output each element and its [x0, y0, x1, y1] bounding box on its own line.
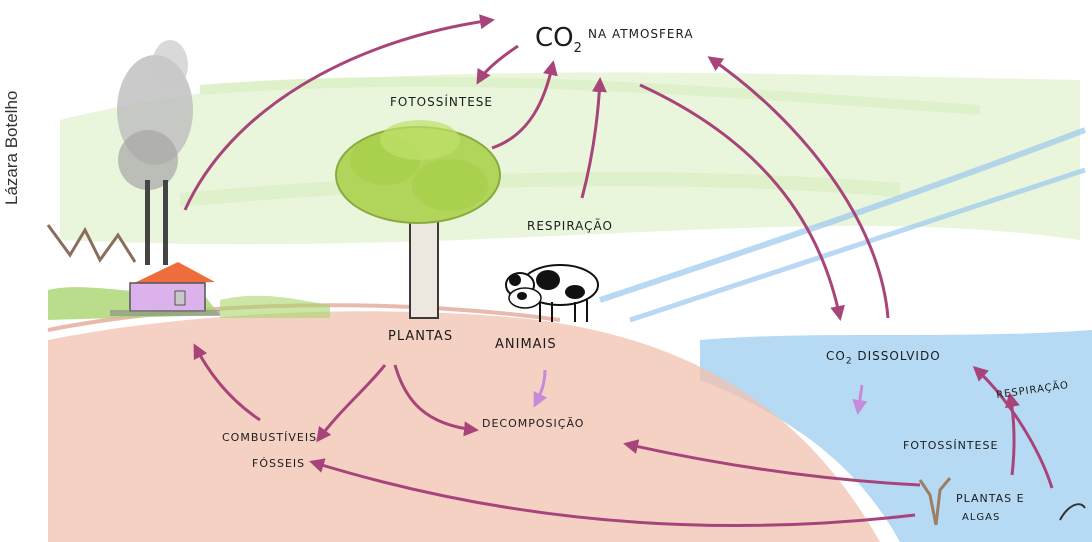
seaweed-icon-2: [1059, 503, 1086, 521]
co2-dissolved-sub: 2: [845, 356, 853, 367]
arrow-factory-to-atmosphere: [183, 14, 495, 211]
arrows: [183, 14, 1054, 528]
atmosphere-label: NA ATMOSFERA: [588, 27, 694, 41]
arrow-atmosphere-to-photosynthesis: [476, 44, 519, 85]
plants-algae-label-2: ALGAS: [962, 512, 1001, 523]
sea: [700, 330, 1092, 542]
plants-label: PLANTAS: [388, 329, 454, 344]
fossil-fuels-label: COMBUSTÍVEIS: [222, 431, 318, 444]
co2-atmosphere-label: CO2: [535, 24, 582, 56]
co2-dissolved-label: CO2 DISSOLVIDO: [826, 349, 941, 367]
decomposition-label: DECOMPOSIÇÃO: [482, 417, 585, 430]
dissolved-text: DISSOLVIDO: [857, 349, 941, 363]
arrow-sea-to-atmosphere: [707, 56, 890, 319]
arrow-fossils-to-factory: [193, 343, 261, 422]
fossil-label: FÓSSEIS: [252, 457, 306, 470]
arrow-respiration-to-atmosphere: [580, 77, 607, 199]
arrow-sea-photosynthesis-up: [1004, 392, 1020, 476]
arrow-animals-to-decomposition: [533, 369, 548, 408]
image-credit: Lázara Botelho: [2, 90, 21, 205]
photosynthesis-land-label: FOTOSSÍNTESE: [390, 95, 493, 109]
chimney: [145, 180, 150, 265]
arrow-dissolved-down: [852, 384, 868, 415]
respiration-land-label: RESPIRAÇÃO: [527, 219, 613, 233]
co2-subscript: 2: [573, 41, 582, 57]
sky-grass-background: [60, 72, 1080, 245]
arrow-sea-to-decomposition: [623, 439, 921, 487]
arrow-sea-respiration: [972, 365, 1054, 489]
arrow-sea-to-fossils: [309, 458, 916, 528]
animals-label: ANIMAIS: [495, 337, 557, 352]
smoke-icon: [117, 40, 193, 190]
water-strokes: [599, 127, 1087, 323]
arrow-tree-to-atmosphere: [491, 60, 558, 150]
tree-icon: [335, 120, 501, 319]
co2-text: CO: [535, 23, 574, 53]
seaweed-icon: [918, 477, 952, 526]
plants-algae-label-1: PLANTAS E: [956, 492, 1025, 505]
photosynthesis-sea-label: FOTOSSÍNTESE: [903, 439, 999, 452]
arrow-atmosphere-to-sea: [639, 83, 845, 321]
cow-icon: [505, 264, 599, 322]
arrow-plants-to-fossils: [316, 364, 387, 443]
co2-dissolved-text: CO: [826, 349, 846, 363]
mountain-icon: [46, 224, 137, 263]
arrow-plants-to-decomposition: [393, 364, 479, 437]
factory-icon: [110, 262, 220, 316]
